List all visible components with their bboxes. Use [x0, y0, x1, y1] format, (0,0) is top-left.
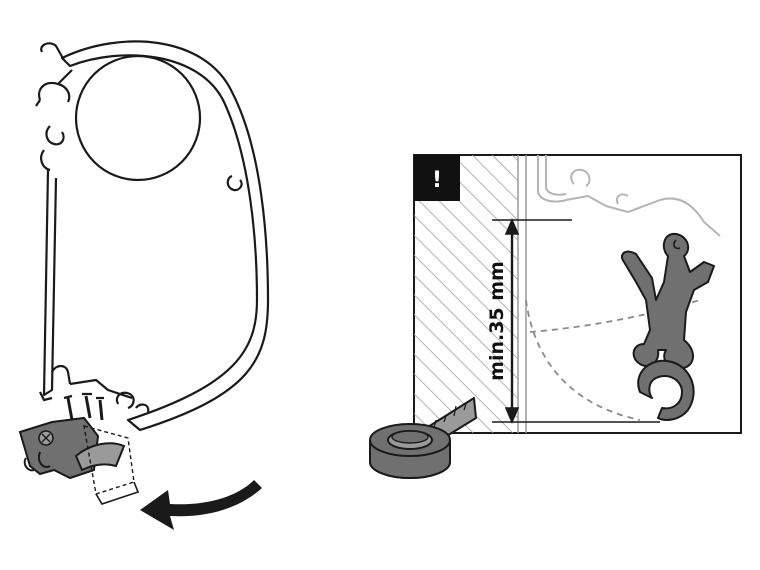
wall-section — [414, 155, 518, 433]
curved-arrow-icon — [140, 480, 262, 530]
measuring-tape-icon — [369, 397, 477, 479]
awning-profile — [35, 40, 270, 432]
warning-icon — [414, 155, 460, 201]
warning-symbol: ! — [432, 168, 442, 193]
detail-panel: ! min.35 mm — [413, 154, 742, 434]
mounting-bracket-detail — [620, 232, 715, 421]
roller-tube — [74, 54, 202, 182]
mounting-bracket — [18, 392, 140, 505]
rotation-arcs — [525, 299, 701, 421]
dimension-lines — [492, 217, 660, 425]
measurement-label: min.35 mm — [486, 261, 508, 381]
upper-profile — [537, 155, 721, 237]
